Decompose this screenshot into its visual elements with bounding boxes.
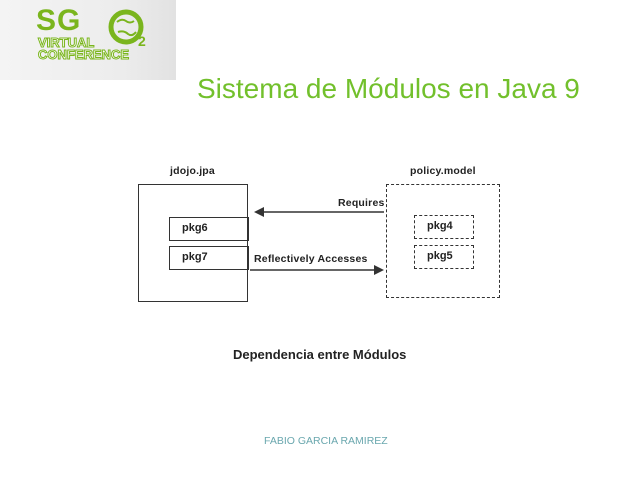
logo-superscript: 2: [138, 33, 146, 48]
globe-icon: 2: [108, 9, 146, 48]
reflectively-accesses-arrow-label: Reflectively Accesses: [254, 253, 368, 265]
diagram-caption: Dependencia entre Módulos: [233, 347, 407, 362]
right-module-name: policy.model: [410, 165, 476, 177]
diagram-arrows: [250, 207, 384, 275]
logo-sg-text: SG: [36, 4, 82, 37]
slide-title: Sistema de Módulos en Java 9: [197, 73, 580, 104]
sg-virtual-conference-logo: SG 2 VIRTUAL CONFERENCE: [30, 4, 160, 62]
left-module-box: [138, 184, 248, 302]
reflectively-accesses-arrow: [250, 265, 384, 275]
logo-virtual-text: VIRTUAL: [37, 35, 95, 50]
package-pkg5: pkg5: [414, 245, 474, 269]
requires-arrow: [254, 207, 384, 217]
requires-arrow-label: Requires: [338, 197, 385, 209]
author-name: FABIO GARCIA RAMIREZ: [264, 435, 388, 447]
left-module-name: jdojo.jpa: [170, 165, 215, 177]
package-pkg7: pkg7: [169, 246, 249, 270]
right-module-box: [386, 184, 500, 298]
logo-conference-text: CONFERENCE: [37, 47, 130, 62]
package-pkg6: pkg6: [169, 217, 249, 241]
package-pkg4: pkg4: [414, 215, 474, 239]
module-diagram: jdojo.jpa policy.model pkg6 pkg7 pkg4 pk…: [138, 160, 500, 308]
logo-panel: SG 2 VIRTUAL CONFERENCE: [0, 0, 176, 80]
